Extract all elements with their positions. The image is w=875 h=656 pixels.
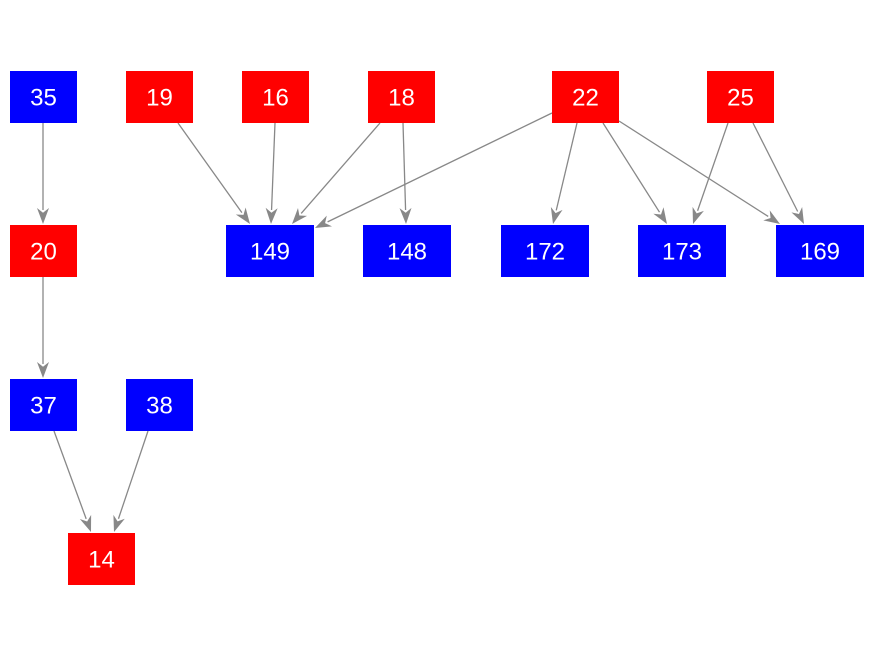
node-box [638,225,726,277]
edge-line [618,120,769,218]
node-box [226,225,314,277]
arrowhead-icon [79,514,92,532]
node-box [10,71,77,123]
edge-35-to-20 [37,123,49,224]
edge-25-to-173 [692,122,729,224]
node-37: 37 [10,379,77,431]
edge-22-to-169 [618,120,780,224]
node-box [776,225,864,277]
edge-37-to-14 [53,430,92,532]
edge-line [327,112,553,223]
node-box [368,71,435,123]
node-label: 148 [387,239,427,266]
node-label: 22 [572,85,599,112]
node-22: 22 [552,71,619,123]
edge-line [402,122,407,211]
arrowhead-icon [653,207,667,224]
arrowhead-icon [791,207,804,224]
edge-line [300,122,381,214]
node-14: 14 [68,533,135,585]
node-20: 20 [10,225,77,277]
node-box [126,379,193,431]
edge-line [117,430,149,519]
edge-18-to-148 [399,122,412,224]
edge-22-to-149 [315,112,553,228]
edge-line [53,430,87,520]
node-box [68,533,135,585]
arrowhead-icon [763,210,780,224]
node-18: 18 [368,71,435,123]
node-label: 37 [30,393,57,420]
edge-line [177,122,243,213]
node-box [363,225,451,277]
node-label: 149 [250,239,290,266]
edge-16-to-149 [265,122,278,224]
node-label: 169 [800,239,840,266]
node-label: 35 [30,85,57,112]
node-box [242,71,309,123]
node-149: 149 [226,225,314,277]
node-box [501,225,589,277]
node-38: 38 [126,379,193,431]
edge-22-to-172 [550,122,578,224]
edge-line [270,122,276,211]
node-box [707,71,774,123]
node-label: 173 [662,239,702,266]
arrowhead-icon [113,514,125,532]
node-label: 16 [262,85,289,112]
node-box [10,225,77,277]
node-35: 35 [10,71,77,123]
edge-22-to-173 [602,122,667,224]
edges-layer [37,112,804,532]
node-label: 172 [525,239,565,266]
arrowhead-icon [692,206,704,224]
edge-line [696,122,729,211]
arrowhead-icon [292,207,308,224]
nodes-layer: 35 19 16 18 22 25 20 149 148 172 173 169 37 38 14 [10,71,864,585]
edge-19-to-149 [177,122,250,224]
node-label: 20 [30,239,57,266]
arrowhead-icon [37,208,49,224]
node-box [552,71,619,123]
edge-line [752,122,799,212]
node-box [10,379,77,431]
node-25: 25 [707,71,774,123]
arrowhead-icon [550,207,563,224]
edge-20-to-37 [37,277,49,378]
node-label: 38 [146,393,173,420]
node-box [126,71,193,123]
node-172: 172 [501,225,589,277]
edge-line [602,122,661,213]
node-label: 18 [388,85,415,112]
arrowhead-icon [399,207,412,224]
edge-25-to-169 [752,122,804,224]
node-148: 148 [363,225,451,277]
arrowhead-icon [235,207,250,224]
node-label: 25 [727,85,754,112]
arrowhead-icon [265,207,278,224]
arrowhead-icon [315,215,333,228]
node-label: 19 [146,85,173,112]
arrowhead-icon [37,362,49,378]
node-16: 16 [242,71,309,123]
edge-line [555,122,578,211]
node-label: 14 [88,547,115,574]
node-173: 173 [638,225,726,277]
node-19: 19 [126,71,193,123]
node-169: 169 [776,225,864,277]
edge-18-to-149 [292,122,381,224]
edge-38-to-14 [113,430,149,532]
